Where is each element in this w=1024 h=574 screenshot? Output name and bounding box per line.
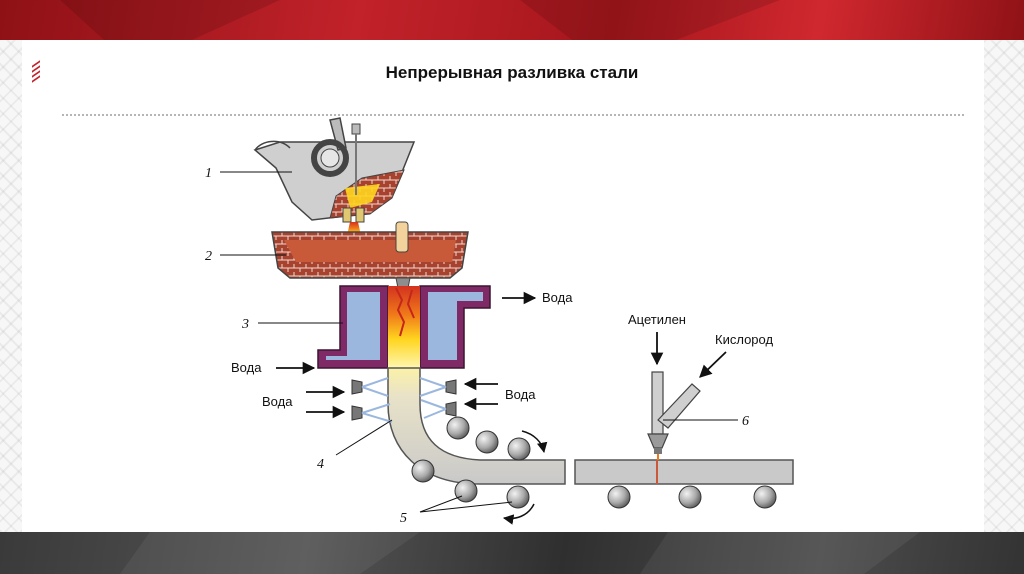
label-water-spray-left: Вода: [262, 394, 293, 409]
tundish: [271, 221, 469, 289]
label-water-out: Вода: [542, 290, 573, 305]
label-number-6: 6: [742, 414, 749, 429]
ladle: [253, 117, 416, 223]
mold: [317, 285, 491, 369]
page-title: Непрерывная разливка стали: [385, 63, 639, 82]
spray-nozzles: [351, 377, 457, 423]
left-pattern: [0, 40, 22, 532]
header-band: [0, 0, 1024, 40]
label-number-5: 5: [400, 511, 407, 526]
footer-facet: [640, 532, 920, 574]
label-water-in-mold: Вода: [231, 360, 262, 375]
label-number-3: 3: [241, 317, 249, 332]
footer-facet: [120, 532, 420, 574]
label-acetylene: Ацетилен: [628, 312, 686, 327]
label-oxygen: Кислород: [715, 332, 773, 347]
label-water-spray-right: Вода: [505, 387, 536, 402]
guide-rollers: [411, 416, 777, 525]
title-separator: [62, 114, 964, 116]
steel-strand: [387, 367, 794, 485]
leader-lines: [220, 171, 738, 513]
flow-arrows: [276, 291, 727, 419]
footer-band: [0, 532, 1024, 574]
label-number-1: 1: [205, 166, 212, 181]
label-number-4: 4: [317, 457, 324, 472]
label-number-2: 2: [205, 249, 212, 264]
molten-steel-mold: [388, 286, 420, 368]
right-pattern: [984, 40, 1024, 532]
cutting-torch: [647, 371, 701, 460]
